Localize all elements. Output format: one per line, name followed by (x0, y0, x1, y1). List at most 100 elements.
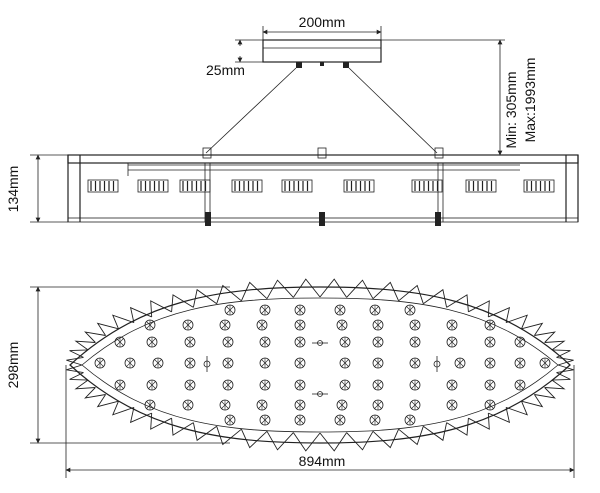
fringe-tooth (556, 356, 574, 366)
ceiling-canopy (262, 39, 382, 63)
crystal-icon (446, 319, 458, 331)
fringe-tooth (551, 349, 571, 358)
fringe-tooth (346, 279, 374, 299)
crystal-icon (339, 336, 351, 348)
fringe-tooth (423, 422, 448, 442)
fringe-tooth (372, 281, 400, 301)
lamp-socket-icon (137, 179, 169, 193)
crystal-icon (484, 336, 496, 348)
crystal-icon (259, 336, 271, 348)
fringe-tooth (521, 322, 544, 336)
crystal-icon (372, 379, 384, 391)
crystal-icon (224, 414, 236, 426)
crystal-icon (514, 379, 526, 391)
fringe-tooth (446, 294, 469, 312)
crystal-icon (294, 304, 306, 316)
fringe-tooth (240, 429, 268, 449)
fringe-tooth (171, 418, 194, 436)
fringe-tooth (74, 340, 96, 351)
fringe-tooth (192, 422, 217, 442)
fringe-tooth (398, 284, 424, 304)
crystal-icon (404, 304, 416, 316)
fringe-tooth (505, 314, 529, 329)
crystal-icon (184, 379, 196, 391)
lamp-socket-icon (281, 179, 313, 193)
fringe-tooth (544, 379, 566, 390)
fringe-tooth (150, 413, 172, 430)
crystal-icon (339, 379, 351, 391)
crystal-icon (294, 336, 306, 348)
crystal-icon (446, 379, 458, 391)
crystal-icon (336, 319, 348, 331)
canopy-width-label: 200mm (299, 14, 346, 30)
fringe-tooth (74, 379, 96, 390)
crystal-icon (114, 379, 126, 391)
suspension-cable-right (348, 67, 438, 154)
fringe-tooth (319, 432, 347, 452)
crystal-icon (114, 336, 126, 348)
crystal-icon (539, 357, 551, 369)
crystal-icon (484, 399, 496, 411)
fringe-tooth (216, 284, 242, 304)
crystal-icon (446, 399, 458, 411)
fringe-tooth (544, 340, 566, 351)
canopy-height-label: 25mm (206, 62, 245, 78)
crystal-icon (146, 379, 158, 391)
fringe-tooth (521, 394, 544, 408)
crystal-icon (184, 336, 196, 348)
lamp-socket-icon (411, 179, 443, 193)
crystal-icon (294, 399, 306, 411)
body-height-label: 134mm (5, 166, 21, 213)
crystal-icon (259, 357, 271, 369)
lamp-socket-icon (343, 179, 375, 193)
crystal-icon (144, 319, 156, 331)
fringe-tooth (319, 278, 347, 298)
plan-lamp-sockets (203, 340, 441, 397)
fringe-tooth (488, 407, 511, 424)
fringe-tooth (69, 372, 89, 381)
fixture-body-side (67, 147, 579, 226)
crystal-icon (222, 357, 234, 369)
crystal-icon (372, 399, 384, 411)
crystal-icon (94, 357, 106, 369)
fringe-tooth (69, 349, 89, 358)
crystal-icon (294, 414, 306, 426)
crystal-icon (184, 357, 196, 369)
crystal-icon (144, 399, 156, 411)
fringe-tooth (505, 401, 529, 416)
crystal-icon (182, 399, 194, 411)
crystal-icon (484, 379, 496, 391)
crystal-fringe (66, 278, 574, 452)
plan-view: 298mm 894mm (5, 278, 575, 478)
fringe-tooth (293, 432, 321, 452)
fringe-tooth (468, 300, 490, 317)
lamp-socket-icon (465, 179, 497, 193)
fringe-tooth (96, 322, 119, 336)
fringe-tooth (534, 331, 556, 343)
crystal-icon (369, 304, 381, 316)
crystal-icon (256, 319, 268, 331)
fringe-tooth (346, 431, 374, 451)
fringe-tooth (488, 306, 511, 323)
crystal-icon (294, 319, 306, 331)
crystal-icon (409, 379, 421, 391)
fringe-tooth (96, 394, 119, 408)
lamp-socket-icon (87, 179, 119, 193)
fringe-tooth (372, 429, 400, 449)
fringe-tooth (111, 401, 135, 416)
crystal-icon (334, 414, 346, 426)
crystal-icon (409, 357, 421, 369)
crystal-icon (514, 336, 526, 348)
side-elevation: 200mm 25mm Min: 305mm Max:1993mm (5, 14, 579, 226)
crystal-icon (484, 357, 496, 369)
crystal-icon (404, 414, 416, 426)
crystal-icon (182, 319, 194, 331)
crystal-icon (259, 304, 271, 316)
crystal-icon (294, 379, 306, 391)
crystal-icon (409, 399, 421, 411)
crystal-icon (372, 336, 384, 348)
crystal-icon (514, 357, 526, 369)
fringe-tooth (66, 356, 84, 366)
crystal-icon (446, 336, 458, 348)
